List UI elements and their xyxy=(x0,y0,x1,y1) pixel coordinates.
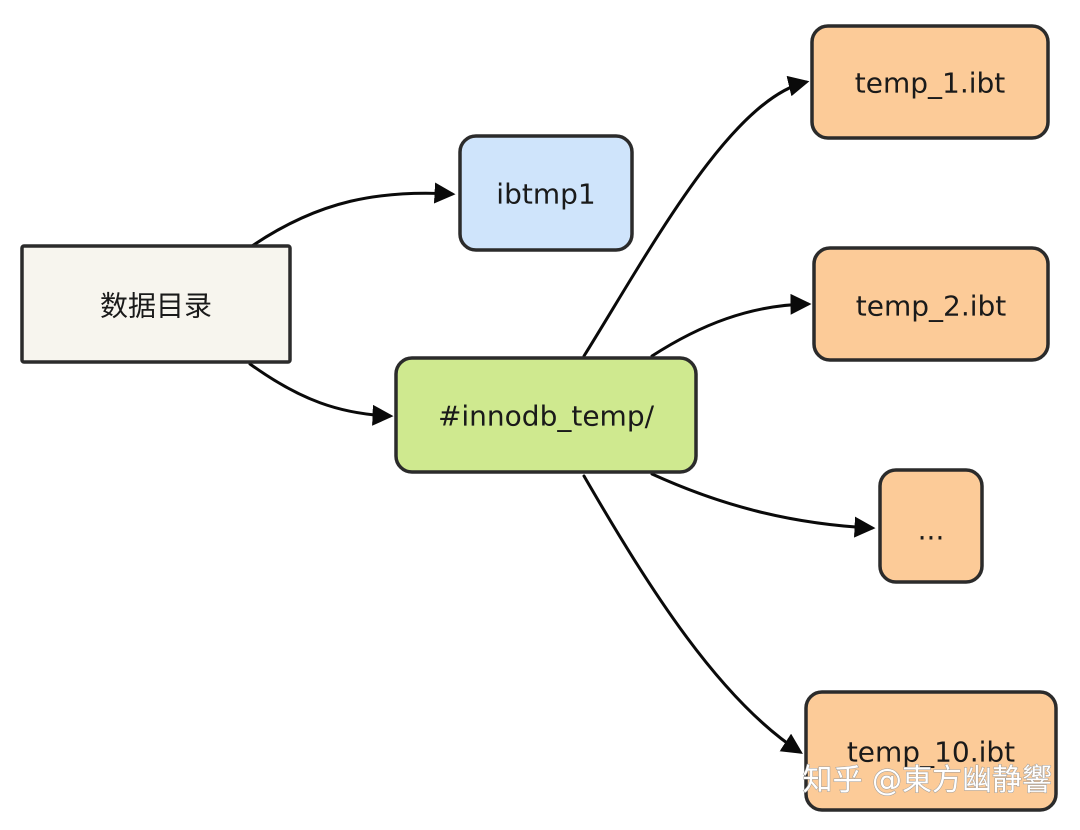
node-temp-1-box xyxy=(810,24,1050,140)
node-temp-10-label: temp_10.ibt xyxy=(847,736,1015,769)
node-temp-1: temp_1.ibt xyxy=(810,24,1050,140)
node-temp-2-label: temp_2.ibt xyxy=(856,290,1007,323)
node-temp-1-label: temp_1.ibt xyxy=(855,67,1006,100)
node-temp-10-box xyxy=(804,690,1058,812)
edge-innodb-temp-to-temp-10 xyxy=(582,474,803,754)
edge-data-dir-to-innodb-temp xyxy=(248,362,394,426)
node-ellipsis-label: ... xyxy=(918,514,945,547)
edge-innodb-temp-to-temp-2 xyxy=(650,293,812,358)
node-data-directory-label: 数据目录 xyxy=(100,290,212,323)
node-ellipsis-box xyxy=(878,468,984,584)
node-ibtmp1: ibtmp1 xyxy=(458,134,634,252)
node-innodb-temp: #innodb_temp/ xyxy=(394,356,698,474)
node-innodb-temp-label: #innodb_temp/ xyxy=(438,400,655,433)
node-data-directory-box xyxy=(20,244,292,364)
edge-innodb-temp-to-ellipsis xyxy=(650,472,876,538)
node-temp-10: temp_10.ibt xyxy=(804,690,1058,812)
node-ellipsis: ... xyxy=(878,468,984,584)
watermark-text: 知乎 @東方幽静響 xyxy=(802,763,1052,798)
node-data-directory: 数据目录 xyxy=(20,244,292,364)
node-temp-2-box xyxy=(812,246,1050,362)
edges xyxy=(248,75,876,754)
edge-innodb-temp-to-temp-1 xyxy=(582,75,810,358)
node-temp-2: temp_2.ibt xyxy=(812,246,1050,362)
node-innodb-temp-box xyxy=(394,356,698,474)
node-ibtmp1-box xyxy=(458,134,634,252)
edge-data-dir-to-ibtmp1 xyxy=(250,182,456,248)
node-ibtmp1-label: ibtmp1 xyxy=(496,178,595,211)
